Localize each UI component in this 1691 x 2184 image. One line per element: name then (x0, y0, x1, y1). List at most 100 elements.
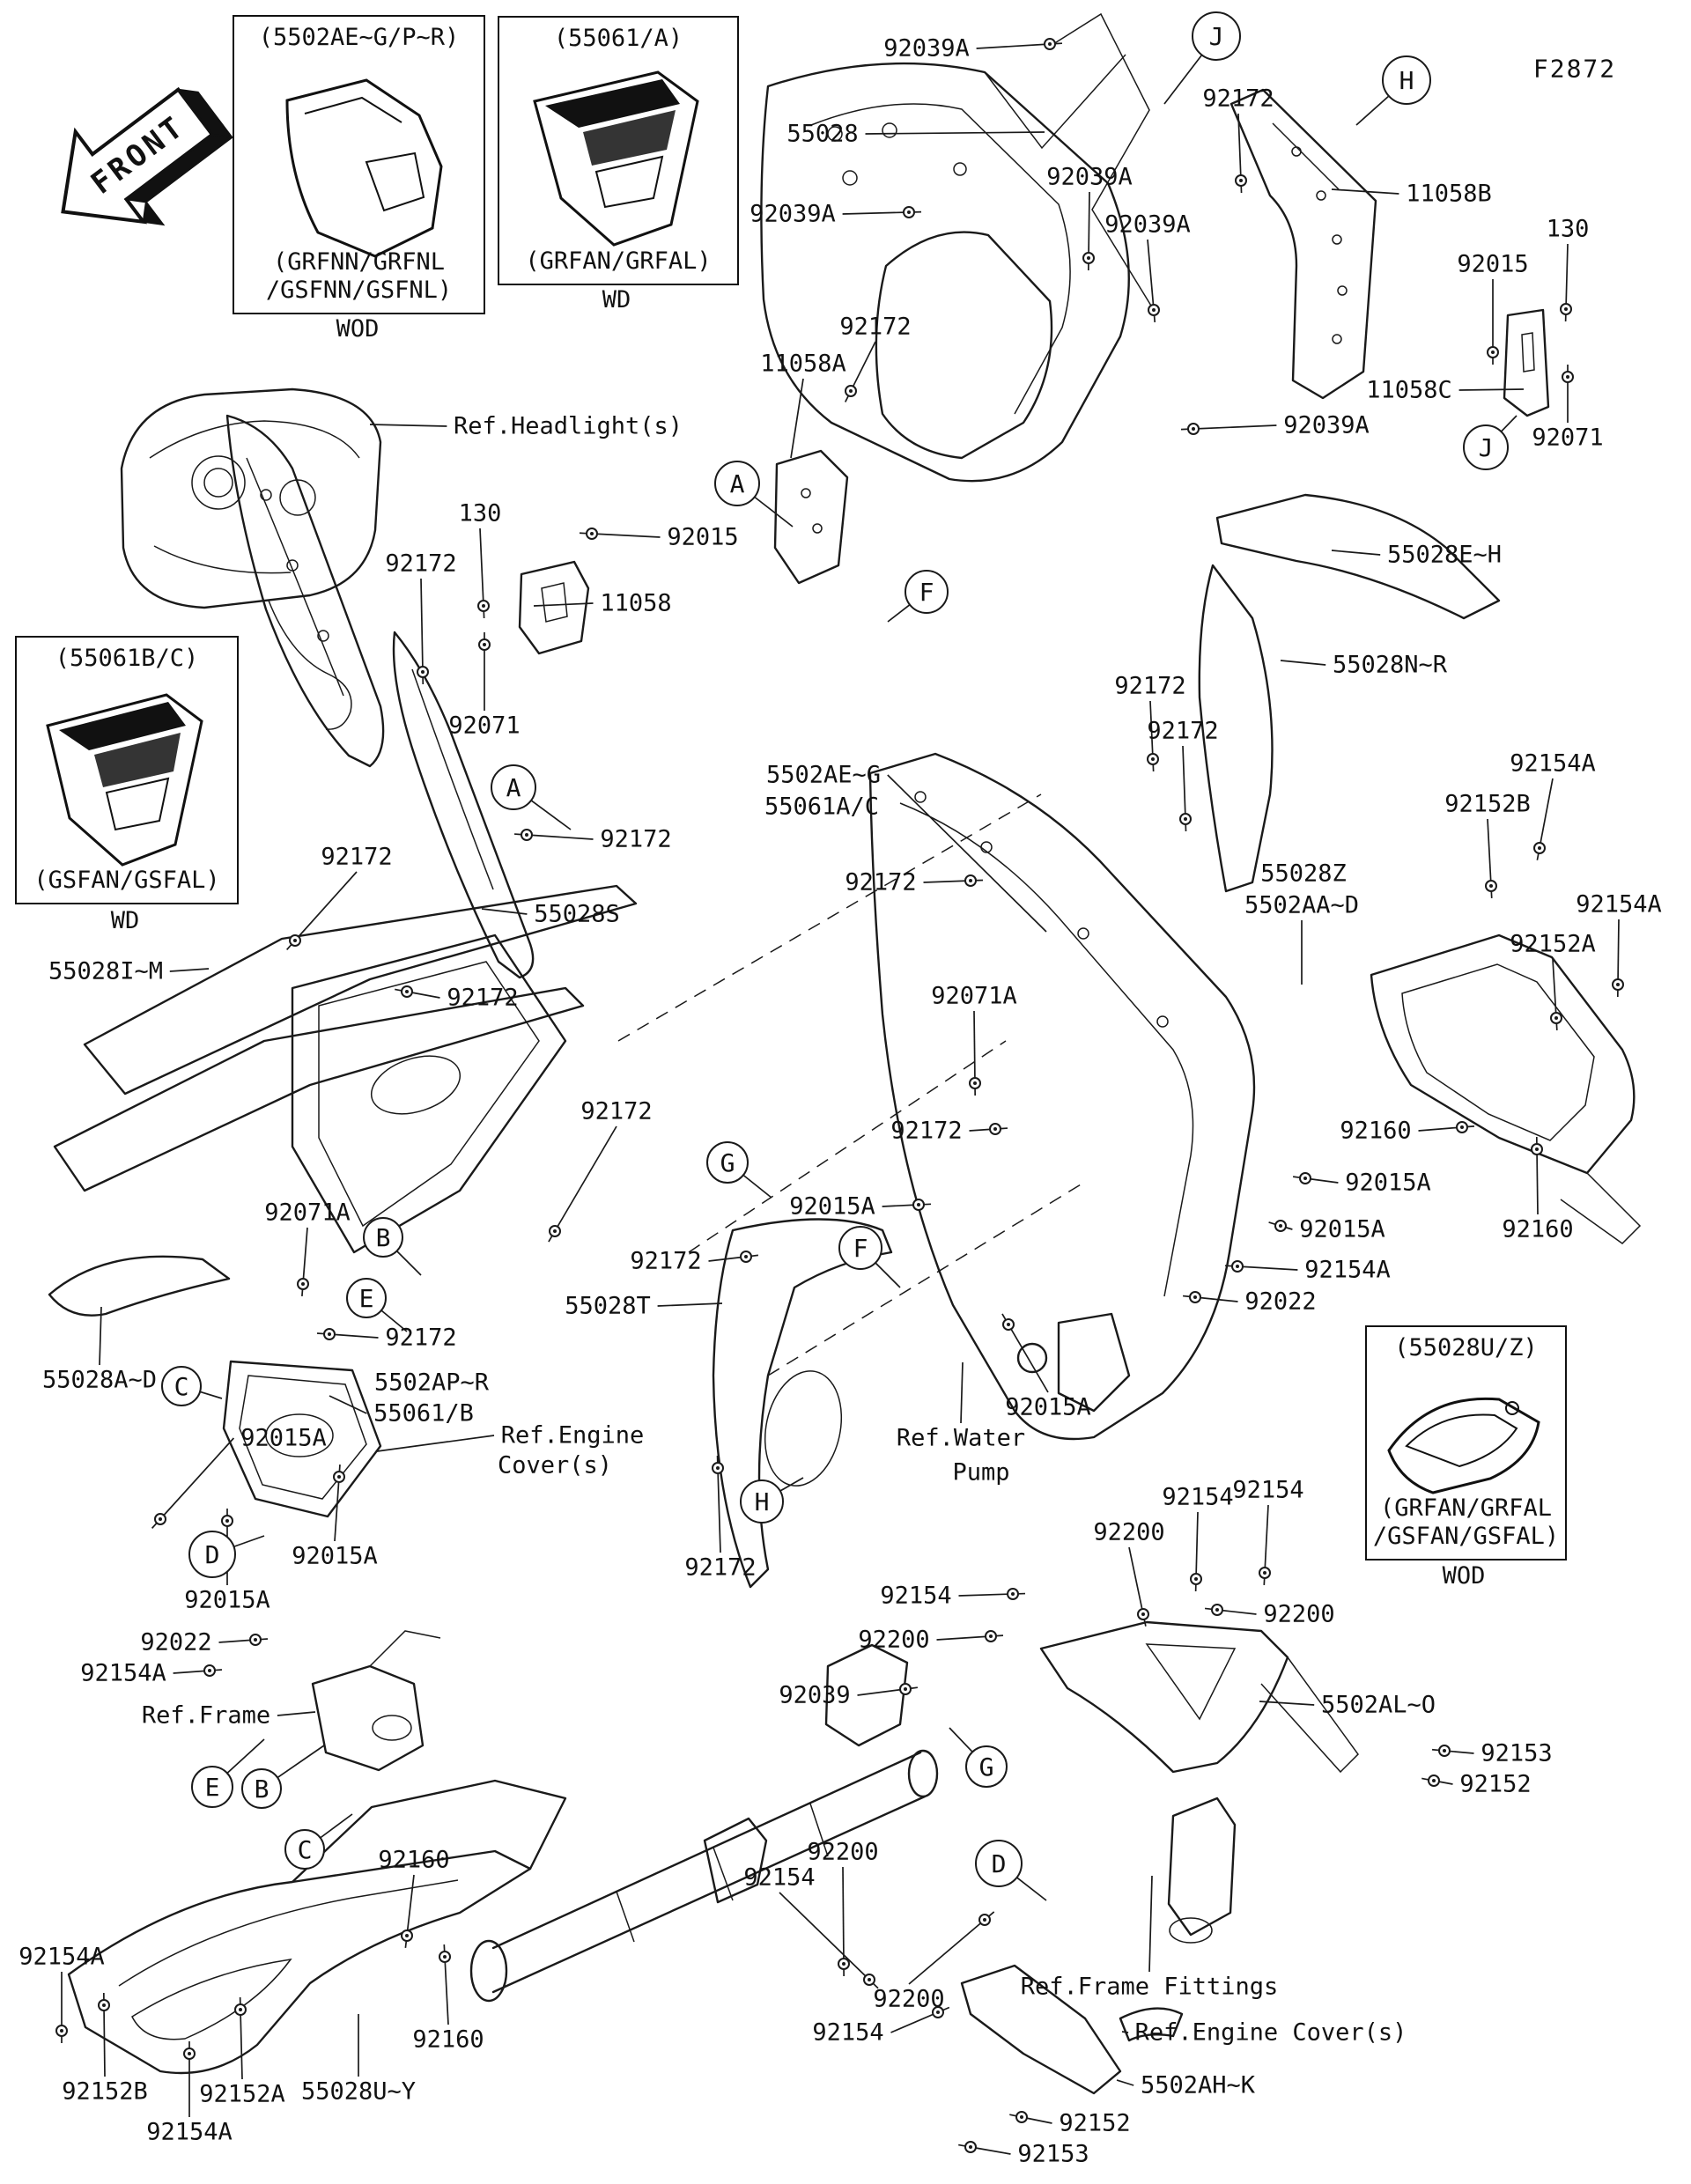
part-label: Ref.Headlight(s) (453, 412, 683, 440)
part-label: 92154 (1162, 1483, 1234, 1511)
callout-e: E (346, 1278, 387, 1318)
callout-c: C (161, 1366, 202, 1406)
part-label: 92154 (812, 2018, 884, 2047)
inset-caption: (GRFNN/GRFNL (272, 248, 446, 276)
part-label: 92172 (385, 1324, 457, 1352)
callout-j: J (1192, 11, 1241, 61)
part-label: 92153 (1481, 1739, 1553, 1767)
part-label: 92172 (600, 825, 672, 853)
inset-footer: WOD (336, 315, 380, 343)
part-label: 92152A (199, 2080, 285, 2108)
part-label: 55028A~D (41, 1366, 158, 1394)
part-label: 92015 (1457, 250, 1529, 278)
part-label: 92154A (18, 1943, 105, 1971)
callout-a: A (491, 764, 536, 810)
part-label: 92200 (807, 1838, 879, 1866)
part-label: 55028E~H (1386, 541, 1503, 569)
callout-g: G (965, 1745, 1008, 1788)
inset-footer: WD (110, 907, 140, 934)
part-label: 55028 (786, 120, 859, 148)
part-label: 92022 (1244, 1288, 1317, 1316)
part-label: 92172 (630, 1247, 702, 1275)
part-label: 92039A (1046, 163, 1133, 191)
callout-j: J (1463, 424, 1509, 470)
part-label: 92172 (1114, 672, 1186, 700)
part-label: 92154 (1232, 1476, 1304, 1504)
part-label: 92160 (412, 2025, 484, 2054)
inset-title: (5502AE~G/P~R) (258, 24, 460, 51)
part-label: 92154 (880, 1582, 952, 1610)
part-label: 92039A (883, 34, 970, 63)
part-label: Ref.Water (896, 1424, 1026, 1452)
part-label: 92154A (1510, 749, 1596, 778)
part-label: 92039A (750, 200, 836, 228)
part-label: 5502AP~R (373, 1369, 490, 1397)
part-label: 55028Z (1260, 860, 1347, 888)
part-label: 92022 (140, 1628, 212, 1656)
part-label: 92015A (1005, 1393, 1091, 1421)
callout-b: B (363, 1217, 403, 1258)
part-label: 92172 (890, 1117, 963, 1145)
callout-c: C (284, 1829, 325, 1870)
callout-g: G (706, 1141, 749, 1184)
part-label: 55061A/C (764, 793, 880, 821)
part-label: 92039A (1104, 210, 1191, 239)
part-label: 11058A (760, 350, 846, 378)
part-label: 5502AA~D (1244, 891, 1360, 919)
part-label: 55028S (534, 900, 620, 928)
part-label: 5502AE~G (765, 761, 882, 789)
part-label: 92015A (1299, 1215, 1385, 1243)
part-label: 92152B (62, 2077, 148, 2106)
inset-caption: /GSFNN/GSFNL) (265, 277, 453, 304)
part-label: 92172 (385, 550, 457, 578)
part-label: 92154 (743, 1863, 816, 1892)
part-label: 92172 (684, 1553, 757, 1582)
part-label: 92071A (264, 1199, 351, 1227)
part-label: 55028T (565, 1292, 651, 1320)
part-label: 92172 (839, 313, 912, 341)
part-label: 92039A (1283, 411, 1370, 439)
part-label: Ref.Frame Fittings (1020, 1973, 1279, 2001)
part-label: Cover(s) (497, 1451, 613, 1479)
part-label: 55028I~M (48, 957, 164, 985)
part-label: 92071A (931, 982, 1017, 1010)
part-label: 5502AL~O (1320, 1691, 1436, 1719)
part-label: 92154A (146, 2118, 233, 2146)
inset-box-55061A: (55061/A) (GRFAN/GRFAL) (498, 16, 739, 285)
part-label: 92154A (1304, 1256, 1391, 1284)
part-label: 130 (458, 499, 502, 528)
inset-caption: (GSFAN/GSFAL) (33, 867, 220, 894)
part-label: 55061/B (373, 1399, 474, 1428)
part-label: 11058 (600, 589, 672, 617)
part-label: 92172 (580, 1097, 653, 1125)
part-label: 92200 (873, 1985, 945, 2013)
part-label: 92172 (845, 868, 917, 896)
part-label: 92172 (321, 843, 393, 871)
part-label: 92015A (184, 1586, 270, 1614)
part-label: 92152 (1059, 2109, 1131, 2137)
part-label: 11058C (1366, 376, 1452, 404)
inset-caption: /GSFAN/GSFAL) (1372, 1523, 1560, 1550)
inset-box-55028UZ: (55028U/Z) (GRFAN/GRFAL /GSFAN/GSFAL) (1365, 1325, 1567, 1561)
part-label: 92015A (292, 1542, 378, 1570)
inset-caption: (GRFAN/GRFAL) (525, 247, 712, 275)
callout-h: H (740, 1479, 784, 1524)
part-label: 92071 (1532, 424, 1604, 452)
callout-f: F (838, 1226, 882, 1270)
part-label: 130 (1546, 215, 1590, 243)
part-label: 92039 (779, 1681, 851, 1709)
part-label: 55028U~Y (300, 2077, 417, 2106)
inset-footer: WOD (1442, 1562, 1486, 1590)
part-label: 11058B (1406, 180, 1492, 208)
part-label: 92015A (1345, 1169, 1431, 1197)
part-label: 92200 (858, 1626, 930, 1654)
inset-title: (55061B/C) (55, 645, 199, 672)
front-direction-arrow: FRONT (13, 41, 281, 304)
part-label: 92172 (1147, 717, 1219, 745)
part-label: 92071 (448, 712, 521, 740)
part-label: Ref.Engine (500, 1421, 645, 1450)
inset-box-55061BC: (55061B/C) (GSFAN/GSFAL) (15, 636, 239, 904)
part-label: 92200 (1093, 1518, 1165, 1546)
